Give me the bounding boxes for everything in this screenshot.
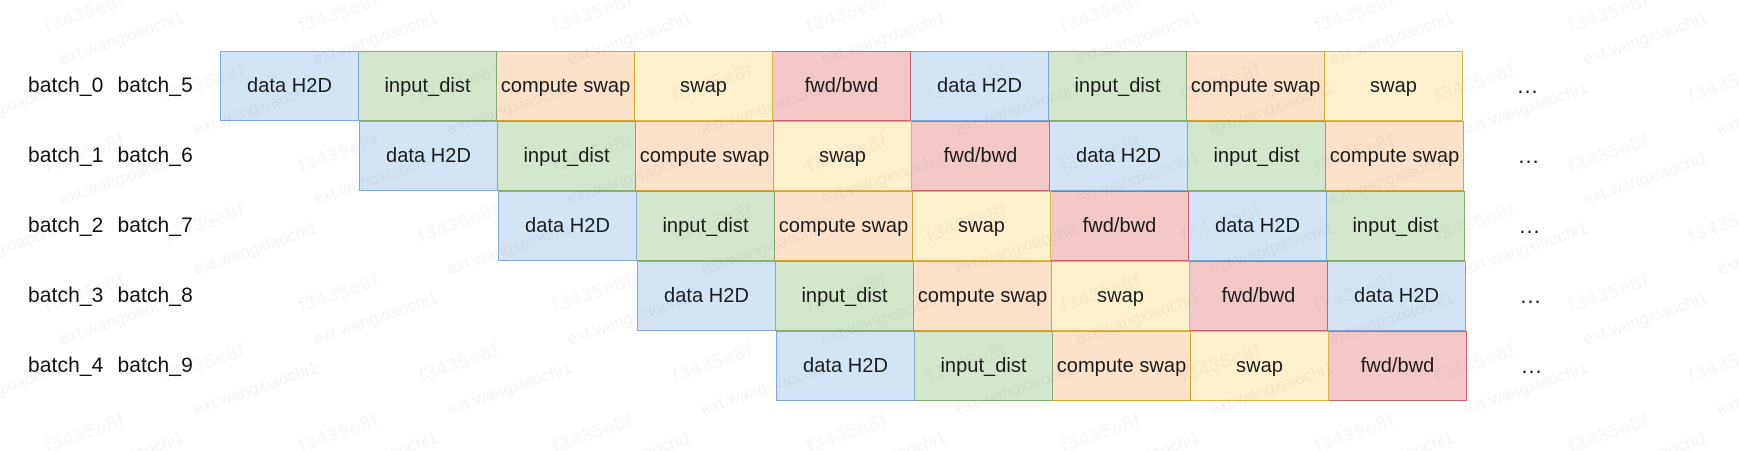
stage-cell-swap[interactable]: swap	[634, 51, 773, 121]
stage-cell-swap[interactable]: swap	[773, 121, 912, 191]
stage-cell-fwd-bwd[interactable]: fwd/bwd	[772, 51, 911, 121]
stage-cell-compute-swap[interactable]: compute swap	[496, 51, 635, 121]
stage-cell-fwd-bwd[interactable]: fwd/bwd	[1050, 191, 1189, 261]
stage-cell-swap[interactable]: swap	[912, 191, 1051, 261]
stage-cell-fwd-bwd[interactable]: fwd/bwd	[1328, 331, 1467, 401]
row-label: batch_4	[28, 354, 104, 377]
stage-cell-input-dist[interactable]: input_dist	[636, 191, 775, 261]
stage-cell-input-dist[interactable]: input_dist	[1048, 51, 1187, 121]
row-label-group: batch_1 batch_6	[0, 121, 210, 191]
row-label-group: batch_0 batch_5	[0, 51, 210, 121]
stage-cell-data-h2d[interactable]: data H2D	[910, 51, 1049, 121]
row-label: batch_8	[117, 284, 193, 307]
stage-cell-compute-swap[interactable]: compute swap	[635, 121, 774, 191]
stage-cell-input-dist[interactable]: input_dist	[497, 121, 636, 191]
row-continuation-ellipsis: ...	[1517, 73, 1539, 98]
stage-cell-compute-swap[interactable]: compute swap	[1325, 121, 1464, 191]
stage-cell-data-h2d[interactable]: data H2D	[637, 261, 776, 331]
row-label: batch_3	[28, 284, 104, 307]
row-continuation-ellipsis: ...	[1521, 353, 1543, 378]
row-label: batch_6	[117, 144, 193, 167]
row-continuation-ellipsis: ...	[1520, 283, 1542, 308]
row-label-group: batch_3 batch_8	[0, 261, 210, 331]
stage-cell-data-h2d[interactable]: data H2D	[1049, 121, 1188, 191]
row-label: batch_5	[117, 74, 193, 97]
stage-cell-input-dist[interactable]: input_dist	[1326, 191, 1465, 261]
stage-cell-compute-swap[interactable]: compute swap	[1186, 51, 1325, 121]
stage-cell-input-dist[interactable]: input_dist	[775, 261, 914, 331]
stage-cell-swap[interactable]: swap	[1324, 51, 1463, 121]
stage-cell-input-dist[interactable]: input_dist	[1187, 121, 1326, 191]
stage-cell-data-h2d[interactable]: data H2D	[359, 121, 498, 191]
row-label-group: batch_2 batch_7	[0, 191, 210, 261]
stage-cell-data-h2d[interactable]: data H2D	[1188, 191, 1327, 261]
row-label-group: batch_4 batch_9	[0, 331, 210, 401]
stage-cell-data-h2d[interactable]: data H2D	[220, 51, 359, 121]
row-label: batch_2	[28, 214, 104, 237]
stage-cell-swap[interactable]: swap	[1190, 331, 1329, 401]
stage-cell-input-dist[interactable]: input_dist	[914, 331, 1053, 401]
stage-cell-data-h2d[interactable]: data H2D	[776, 331, 915, 401]
stage-cell-fwd-bwd[interactable]: fwd/bwd	[911, 121, 1050, 191]
row-label: batch_7	[117, 214, 193, 237]
stage-cell-data-h2d[interactable]: data H2D	[498, 191, 637, 261]
stage-cell-fwd-bwd[interactable]: fwd/bwd	[1189, 261, 1328, 331]
stage-cell-compute-swap[interactable]: compute swap	[1052, 331, 1191, 401]
stage-cell-data-h2d[interactable]: data H2D	[1327, 261, 1466, 331]
stage-cell-swap[interactable]: swap	[1051, 261, 1190, 331]
stage-cell-compute-swap[interactable]: compute swap	[774, 191, 913, 261]
row-label: batch_1	[28, 144, 104, 167]
row-label: batch_9	[117, 354, 193, 377]
row-continuation-ellipsis: ...	[1518, 143, 1540, 168]
stage-cell-compute-swap[interactable]: compute swap	[913, 261, 1052, 331]
stage-cell-input-dist[interactable]: input_dist	[358, 51, 497, 121]
row-continuation-ellipsis: ...	[1519, 213, 1541, 238]
row-label: batch_0	[28, 74, 104, 97]
